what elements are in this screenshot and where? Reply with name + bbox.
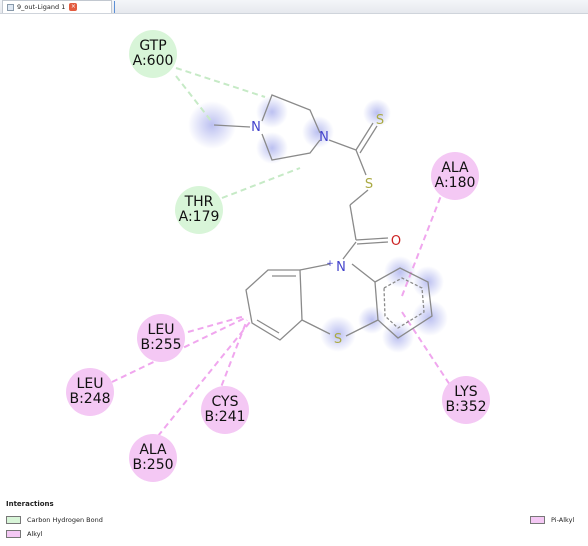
atom-highlights <box>188 96 448 353</box>
bond <box>355 237 389 241</box>
piperazine-ring <box>261 133 321 161</box>
legend-swatch <box>530 516 545 524</box>
atom-n: N <box>251 120 261 135</box>
residue-chain-id: B:248 <box>69 391 110 407</box>
bond <box>359 125 378 154</box>
highlight-glow <box>188 101 236 149</box>
tab-bar: 9_out-Ligand 1 × <box>0 0 588 14</box>
residue-leu-248[interactable] <box>66 368 114 416</box>
ligand-skeleton <box>213 94 433 341</box>
tab-ligand[interactable]: 9_out-Ligand 1 × <box>2 0 112 13</box>
atom-s: S <box>376 113 384 128</box>
aromatic-circle <box>383 277 425 329</box>
interaction-legend: Interactions Carbon Hydrogen Bond Alkyl … <box>0 496 588 546</box>
residue-chain-id: B:255 <box>140 337 181 353</box>
close-icon[interactable]: × <box>69 3 78 11</box>
bond <box>355 122 374 151</box>
residue-name: THR <box>184 194 214 210</box>
residue-labels: GTP A:600 THR A:179 ALA A:180 LEU B:255 … <box>69 38 486 473</box>
atom-charge: + <box>326 259 334 269</box>
interaction-line <box>175 67 266 98</box>
interaction-lines <box>111 67 451 437</box>
residue-chain-id: A:600 <box>133 53 174 69</box>
bond <box>349 189 369 206</box>
residue-ala-180[interactable] <box>431 152 479 200</box>
legend-label: Pi-Alkyl <box>551 516 575 524</box>
residue-name: ALA <box>139 442 167 458</box>
residue-name: LEU <box>148 322 175 338</box>
residue-name: ALA <box>441 160 469 176</box>
atom-s: S <box>334 332 342 347</box>
legend-swatch <box>6 530 21 538</box>
highlight-glow <box>302 116 334 148</box>
legend-swatch <box>6 516 21 524</box>
residue-name: LEU <box>77 376 104 392</box>
bond <box>299 263 331 271</box>
residue-thr-179[interactable] <box>175 186 223 234</box>
bond <box>328 139 357 151</box>
bond <box>349 204 357 241</box>
interaction-line <box>157 321 251 437</box>
legend-item-carbon-hbond: Carbon Hydrogen Bond <box>6 516 103 524</box>
interaction-line <box>221 167 301 199</box>
atom-s: S <box>365 177 373 192</box>
atom-n: N <box>336 260 346 275</box>
highlight-glow <box>256 96 288 128</box>
residue-gtp-600[interactable] <box>129 30 177 78</box>
residue-chain-id: B:250 <box>132 457 173 473</box>
highlight-glow <box>358 306 386 334</box>
legend-item-pi-alkyl: Pi-Alkyl <box>530 516 574 524</box>
residue-lys-352[interactable] <box>442 376 490 424</box>
highlight-glow <box>320 316 356 352</box>
highlight-glow <box>382 321 414 353</box>
legend-title: Interactions <box>6 500 54 508</box>
residue-chain-id: A:179 <box>179 209 220 225</box>
bond <box>356 241 389 245</box>
bond <box>256 319 280 334</box>
interaction-line <box>217 319 248 396</box>
bond <box>355 149 367 176</box>
bond <box>351 263 376 283</box>
bond <box>342 241 357 260</box>
bond <box>345 319 379 337</box>
tab-separator <box>114 1 115 13</box>
atom-o: O <box>391 234 401 249</box>
residue-name: GTP <box>139 38 166 54</box>
residue-leu-255[interactable] <box>137 314 185 362</box>
residue-name: CYS <box>212 394 239 410</box>
residue-ala-250[interactable] <box>129 434 177 482</box>
atom-n: N <box>319 130 329 145</box>
interaction-line <box>401 311 451 386</box>
residue-chain-id: B:241 <box>204 409 245 425</box>
bond <box>213 124 251 128</box>
bond <box>301 319 331 335</box>
piperazine-ring <box>261 94 321 134</box>
interaction-line <box>187 315 246 333</box>
atom-labels: N N S S O N + S <box>251 113 401 347</box>
legend-label: Carbon Hydrogen Bond <box>27 516 103 524</box>
highlight-glow <box>363 99 391 127</box>
residue-cys-241[interactable] <box>201 386 249 434</box>
tab-label: 9_out-Ligand 1 <box>17 3 66 11</box>
residue-chain-id: A:180 <box>435 175 476 191</box>
residue-discs <box>66 30 490 482</box>
residue-name: LYS <box>454 384 477 400</box>
document-icon <box>7 3 14 11</box>
residue-chain-id: B:352 <box>445 399 486 415</box>
interaction-diagram: N N S S O N + S GTP A:600 THR A:179 ALA … <box>66 30 490 482</box>
legend-label: Alkyl <box>27 530 43 538</box>
highlight-glow <box>384 256 416 288</box>
benzene-ring-right <box>374 267 433 339</box>
legend-item-alkyl: Alkyl <box>6 530 42 538</box>
